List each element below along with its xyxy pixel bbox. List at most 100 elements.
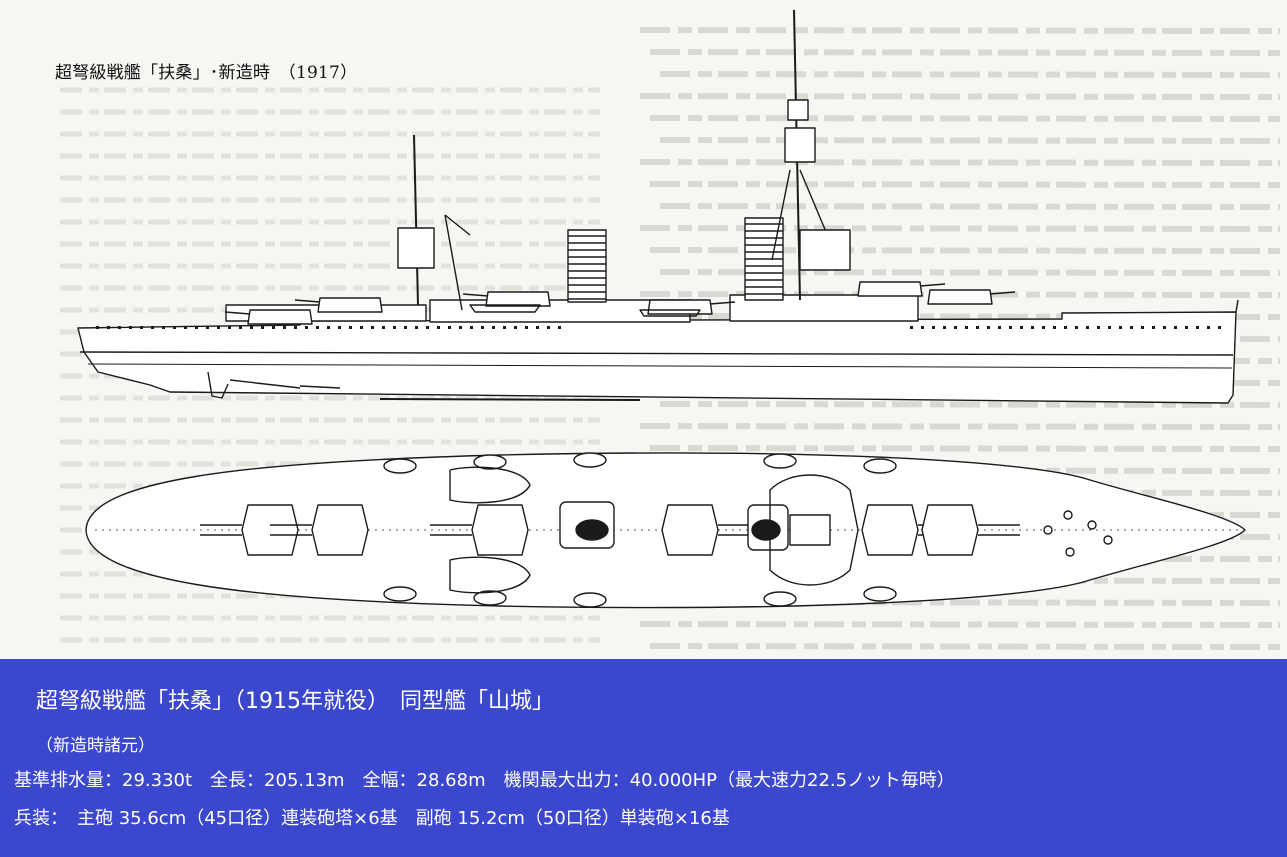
turret-plan: [861, 504, 919, 556]
conning-tower-plan: [789, 514, 831, 546]
porthole: [932, 326, 935, 329]
bleed-line: [639, 93, 1281, 100]
foremast: [771, 9, 851, 301]
bleed-line: [639, 27, 1281, 34]
porthole: [415, 326, 418, 329]
porthole: [547, 326, 550, 329]
porthole: [217, 326, 220, 329]
bow-ram: [1235, 299, 1239, 313]
porthole: [1108, 326, 1111, 329]
casemate: [383, 586, 417, 602]
porthole: [459, 326, 462, 329]
porthole: [514, 326, 517, 329]
funnel-plan-fore: [747, 504, 789, 551]
armament-line: 兵装： 主砲 35.6cm（45口径）連装砲塔×6基 副砲 15.2cm（50口…: [14, 808, 730, 829]
ship-drawing-area: 超弩級戦艦「扶桑」･新造時 （1917）: [0, 0, 1287, 659]
porthole: [1218, 326, 1221, 329]
propeller-shaft: [229, 379, 341, 389]
boat-plan: [449, 556, 531, 594]
gun-barrel: [989, 291, 1016, 295]
bleed-line: [659, 401, 1281, 408]
bleed-line: [659, 137, 1281, 144]
boot-topping: [87, 363, 1233, 369]
porthole: [503, 326, 506, 329]
casemate: [473, 454, 507, 470]
turret-plan: [311, 504, 369, 556]
bow-bollard: [1065, 547, 1075, 557]
boat: [469, 304, 541, 313]
porthole: [492, 326, 495, 329]
spec-line: 基準排水量：29.330t 全長：205.13m 全幅：28.68m 機関最大出…: [14, 770, 955, 791]
turret-plan: [241, 504, 299, 556]
bow-bollard: [1063, 510, 1073, 520]
porthole: [338, 326, 341, 329]
casemate: [863, 586, 897, 602]
gun-barrel: [919, 283, 946, 287]
bridge-deck-plan: [769, 474, 859, 586]
porthole: [1196, 326, 1199, 329]
turret-plan: [921, 504, 979, 556]
turret-side: [247, 309, 313, 325]
bow-fittings: [1043, 510, 1113, 557]
porthole: [349, 326, 352, 329]
porthole: [943, 326, 946, 329]
turret-plan: [661, 504, 719, 556]
rudder: [207, 371, 229, 399]
casemate: [763, 453, 797, 469]
funnel-fore: [744, 217, 784, 301]
porthole: [1097, 326, 1100, 329]
hull-outline: [77, 311, 1237, 404]
porthole: [96, 326, 99, 329]
portholes: [96, 326, 1221, 329]
porthole: [954, 326, 957, 329]
porthole: [437, 326, 440, 329]
panel-subtitle: （新造時諸元）: [36, 736, 155, 756]
porthole: [965, 326, 968, 329]
porthole: [448, 326, 451, 329]
casemate: [573, 452, 607, 468]
porthole: [1141, 326, 1144, 329]
casemate: [863, 458, 897, 474]
porthole: [1152, 326, 1155, 329]
turret-side: [317, 297, 383, 313]
porthole: [558, 326, 561, 329]
boat-plan: [449, 466, 531, 504]
porthole: [272, 326, 275, 329]
porthole: [118, 326, 121, 329]
porthole: [1020, 326, 1023, 329]
porthole: [1053, 326, 1056, 329]
porthole: [1130, 326, 1133, 329]
porthole: [382, 326, 385, 329]
porthole: [250, 326, 253, 329]
porthole: [305, 326, 308, 329]
porthole: [987, 326, 990, 329]
turret-side: [485, 291, 551, 307]
porthole: [294, 326, 297, 329]
porthole: [228, 326, 231, 329]
casemates-plan: [383, 452, 897, 608]
turret-side: [857, 281, 923, 297]
casemate: [763, 591, 797, 607]
porthole: [107, 326, 110, 329]
gun-barrel: [462, 293, 489, 297]
porthole: [162, 326, 165, 329]
porthole: [316, 326, 319, 329]
porthole: [195, 326, 198, 329]
porthole: [1119, 326, 1122, 329]
porthole: [1075, 326, 1078, 329]
porthole: [921, 326, 924, 329]
porthole: [327, 326, 330, 329]
gun-barrel: [224, 311, 251, 315]
plan-view: [85, 452, 1246, 609]
porthole: [239, 326, 242, 329]
porthole: [404, 326, 407, 329]
casemate: [383, 458, 417, 474]
bleed-line: [649, 181, 1281, 188]
casemate: [573, 592, 607, 608]
porthole: [536, 326, 539, 329]
bleed-line: [639, 159, 1281, 166]
porthole: [283, 326, 286, 329]
bleed-line: [649, 115, 1281, 122]
info-panel: 超弩級戦艦「扶桑」（1915年就役） 同型艦「山城」 （新造時諸元） 基準排水量…: [0, 659, 1287, 857]
porthole: [910, 326, 913, 329]
